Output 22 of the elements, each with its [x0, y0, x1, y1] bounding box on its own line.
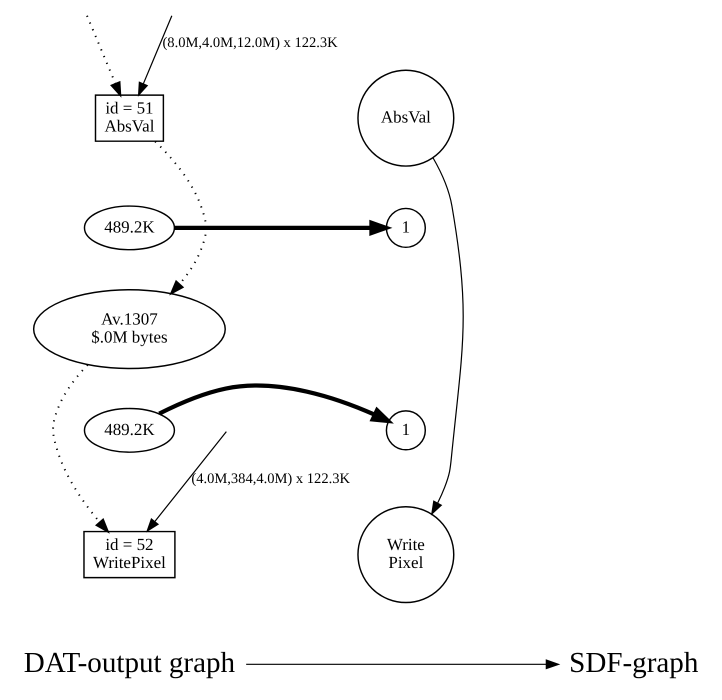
node-ellipse: 489.2K — [84, 204, 176, 250]
node-circle: 1 — [386, 207, 426, 248]
node-circle: AbsVal — [357, 69, 454, 166]
node-box: id = 52 WritePixel — [83, 530, 176, 578]
node-circle: 1 — [386, 410, 426, 450]
arrow — [174, 219, 392, 236]
edge-label: (8.0M,4.0M,12.0M) x 122.3K — [162, 34, 338, 50]
arrow — [86, 14, 122, 98]
node-ellipse: 489.2K — [84, 407, 176, 452]
arrow — [146, 430, 227, 532]
node-circle: Write Pixel — [357, 506, 454, 603]
node-text: SDF-graph — [569, 646, 698, 678]
node-box: id = 51 AbsVal — [94, 94, 164, 142]
arrow — [52, 364, 110, 534]
node-text: DAT-output graph — [24, 646, 236, 678]
arrow — [154, 140, 208, 296]
arrow — [138, 15, 172, 96]
arrow — [430, 157, 464, 516]
node-ellipse: Av.1307 $.0M bytes — [32, 288, 226, 369]
edge-label: (4.0M,384,4.0M) x 122.3K — [191, 470, 350, 487]
arrow — [158, 382, 394, 424]
arrow — [246, 658, 560, 669]
